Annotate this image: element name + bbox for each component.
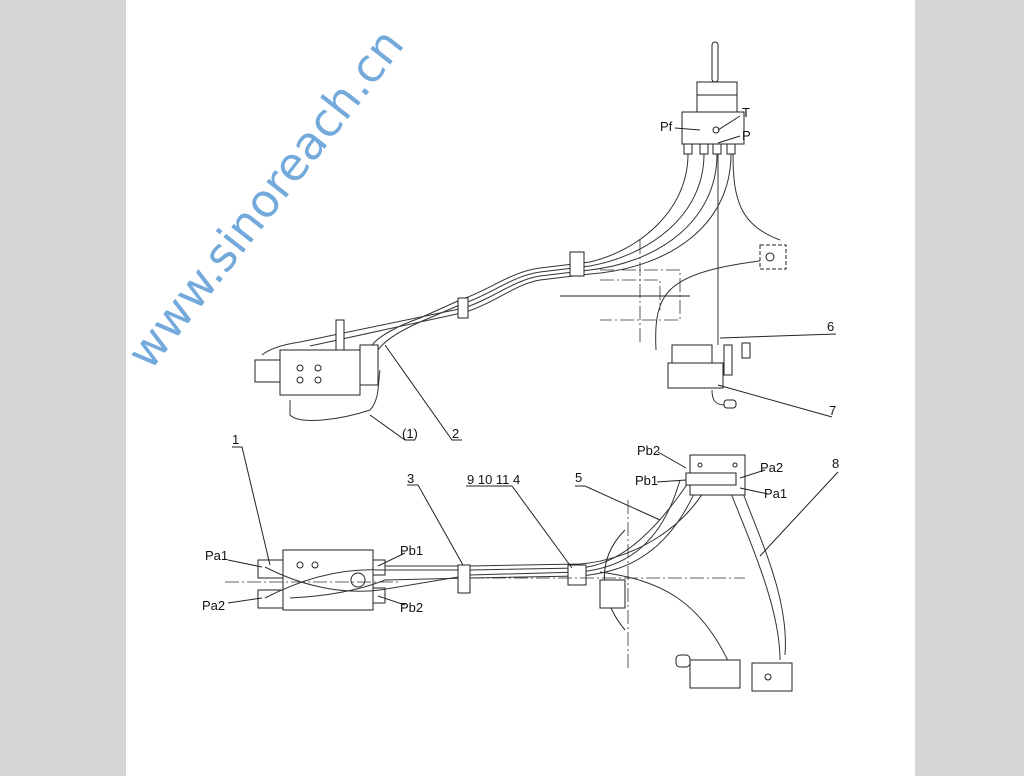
hose-clamp bbox=[569, 251, 585, 277]
frame-lower bbox=[470, 500, 745, 668]
label-2: 2 bbox=[452, 426, 459, 441]
label-8: 8 bbox=[832, 456, 839, 471]
leader-lines-lower bbox=[227, 446, 839, 606]
document-page bbox=[126, 0, 915, 776]
label-t: T bbox=[742, 105, 750, 120]
lower-left-valve-block bbox=[225, 549, 400, 611]
label-left-pb1: Pb1 bbox=[400, 543, 423, 558]
label-3: 3 bbox=[407, 471, 414, 486]
label-5: 5 bbox=[575, 470, 582, 485]
servo-valve-block bbox=[667, 342, 751, 409]
label-left-pb2: Pb2 bbox=[400, 600, 423, 615]
lower-right-valve-block bbox=[685, 454, 746, 496]
label-right-pb2: Pb2 bbox=[637, 443, 660, 458]
label-right-pa2: Pa2 bbox=[760, 460, 783, 475]
hose-clamp bbox=[457, 297, 469, 319]
label-pf: Pf bbox=[660, 119, 673, 134]
hose-clamp bbox=[457, 564, 471, 594]
hose-clamp bbox=[567, 564, 587, 586]
upper-hose-bundle bbox=[261, 153, 781, 421]
label-6: 6 bbox=[827, 319, 834, 334]
label-left-pa2: Pa2 bbox=[202, 598, 225, 613]
label-7: 7 bbox=[829, 403, 836, 418]
label-9-10-11-4: 9 10 11 4 bbox=[467, 472, 520, 487]
watermark: www.sinoreach.cn bbox=[116, 18, 414, 378]
label-left-pa1: Pa1 bbox=[205, 548, 228, 563]
label-p: P bbox=[742, 128, 751, 143]
pilot-joystick bbox=[681, 41, 745, 155]
bottom-components bbox=[675, 654, 793, 692]
leader-lines-upper bbox=[369, 115, 837, 441]
frame-outline bbox=[560, 240, 787, 345]
label-paren-1: (1) bbox=[402, 426, 418, 441]
upper-left-valve-block bbox=[254, 319, 379, 396]
label-right-pa1: Pa1 bbox=[764, 486, 787, 501]
label-right-pb1: Pb1 bbox=[635, 473, 658, 488]
label-1: 1 bbox=[232, 432, 239, 447]
